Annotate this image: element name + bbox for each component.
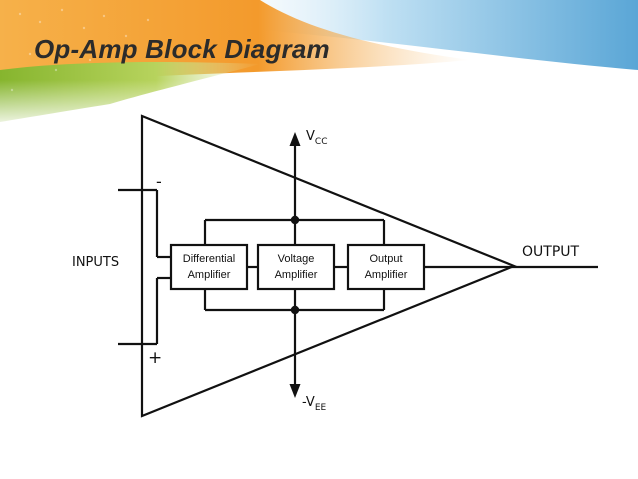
differential-amplifier-line1: Differential — [183, 253, 235, 265]
vcc-arrowhead — [289, 132, 301, 146]
vee-arrowhead — [289, 384, 301, 398]
voltage-amplifier-line1: Voltage — [278, 253, 315, 265]
output-label: OUTPUT — [522, 244, 580, 260]
vcc-label: VCC — [306, 129, 327, 147]
output-amplifier-line1: Output — [369, 253, 402, 265]
slide-title: Op-Amp Block Diagram — [34, 34, 330, 64]
bottom-bus-junction — [290, 305, 300, 315]
vee-label-main: -V — [302, 395, 315, 410]
voltage-amplifier-box — [256, 243, 336, 291]
inverting-sign: - — [156, 172, 162, 191]
vcc-label-sub: CC — [315, 137, 328, 147]
noninverting-sign: + — [148, 348, 162, 368]
differential-amplifier-line2: Amplifier — [188, 269, 231, 281]
output-amplifier-line2: Amplifier — [365, 269, 408, 281]
vee-label-sub: EE — [315, 403, 327, 413]
output-amplifier-box — [346, 243, 426, 291]
blue-band — [180, 0, 638, 70]
op-amp-triangle — [140, 114, 517, 418]
differential-amplifier-box — [169, 243, 249, 291]
dot-texture — [10, 8, 172, 92]
voltage-amplifier-line2: Amplifier — [275, 269, 318, 281]
inputs-label: INPUTS — [72, 255, 119, 270]
top-bus-junction — [290, 215, 300, 225]
vee-label: -VEE — [302, 395, 327, 413]
vcc-label-main: V — [306, 129, 315, 144]
